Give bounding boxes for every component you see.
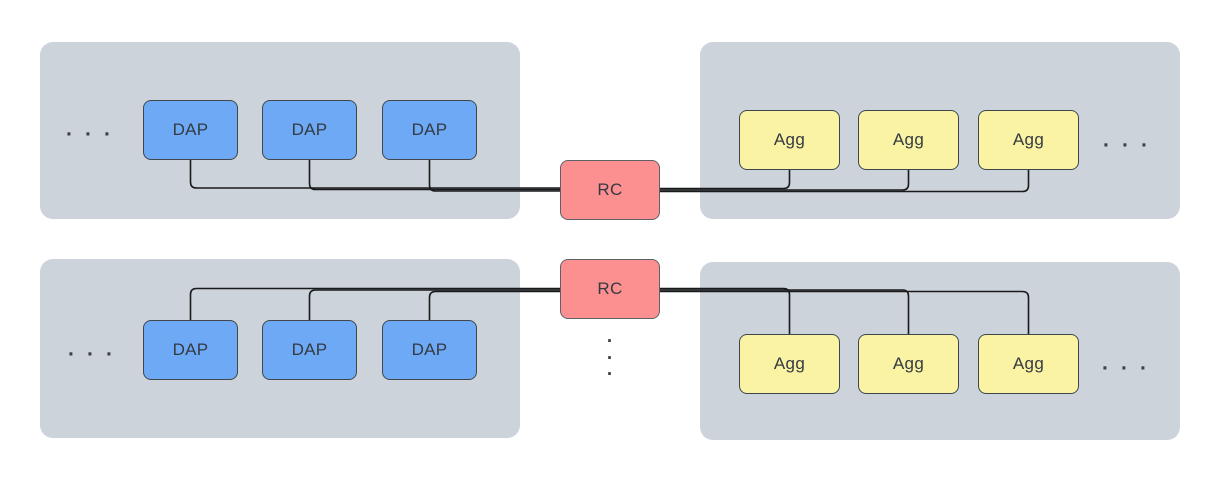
- ellipsis-more-dap-top: ···: [66, 123, 123, 146]
- wire-top-dap2-rc: [308, 160, 560, 191]
- dap-node: DAP: [143, 320, 238, 380]
- dap-node: DAP: [143, 100, 238, 160]
- wire-top-rc-agg3: [660, 170, 1030, 193]
- wire-top-dap1-rc: [189, 160, 560, 189]
- wire-bottom-rc-agg2: [660, 289, 910, 334]
- rc-node-top: RC: [560, 160, 660, 220]
- wire-bottom-dap2-rc: [308, 289, 560, 320]
- agg-node: Agg: [858, 110, 959, 170]
- ellipsis-more-rc-rows: · · ·: [606, 331, 614, 385]
- wire-bottom-dap1-rc: [189, 287, 560, 320]
- wire-bottom-dap3-rc: [428, 290, 560, 320]
- dap-node: DAP: [382, 320, 477, 380]
- wire-top-rc-agg1: [660, 170, 791, 190]
- wire-top-rc-agg2: [660, 170, 910, 191]
- agg-node: Agg: [739, 110, 840, 170]
- agg-node: Agg: [858, 334, 959, 394]
- ellipsis-more-dap-bottom: ···: [68, 343, 125, 366]
- rc-node-bottom: RC: [560, 259, 660, 319]
- ellipsis-more-agg-bottom: ···: [1102, 357, 1159, 380]
- agg-node: Agg: [739, 334, 840, 394]
- agg-node: Agg: [978, 110, 1079, 170]
- agg-node: Agg: [978, 334, 1079, 394]
- dap-node: DAP: [262, 100, 357, 160]
- dap-node: DAP: [382, 100, 477, 160]
- ellipsis-more-agg-top: ···: [1103, 134, 1160, 157]
- dap-node: DAP: [262, 320, 357, 380]
- wire-bottom-rc-agg1: [660, 287, 791, 334]
- wire-bottom-rc-agg3: [660, 290, 1030, 334]
- wire-top-dap3-rc: [428, 160, 560, 192]
